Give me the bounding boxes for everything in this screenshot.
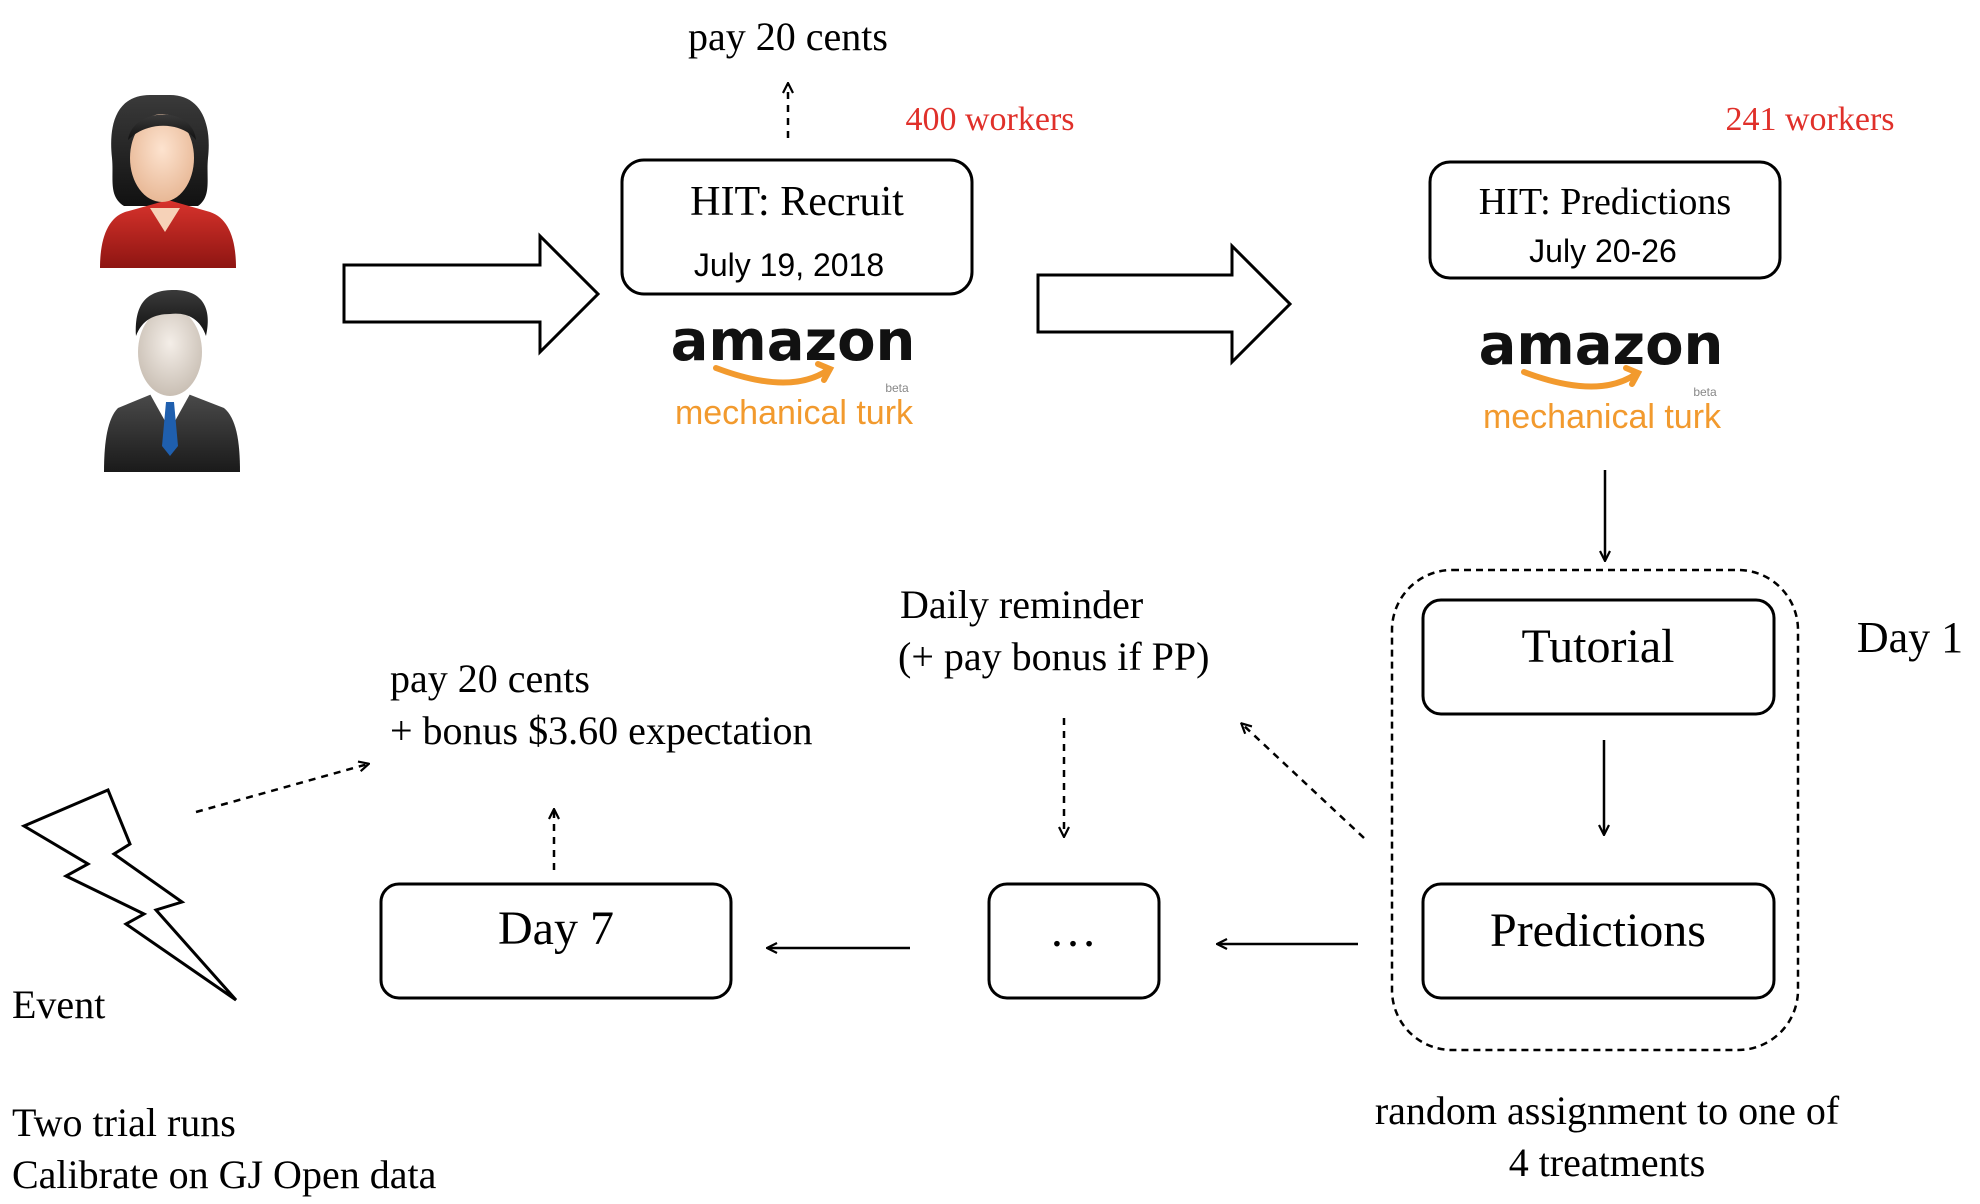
day1-group [1390, 568, 1800, 1052]
lightning-bolt-icon [20, 788, 238, 1002]
hit-recruit-box: HIT: Recruit July 19, 2018 [620, 158, 974, 296]
ellipsis-label: … [1049, 904, 1097, 957]
daily-reminder-line2: (+ pay bonus if PP) [898, 634, 1209, 679]
hit-recruit-title: HIT: Recruit [690, 179, 904, 225]
random-assignment-line2: 4 treatments [1509, 1140, 1706, 1185]
hit-predictions-title: HIT: Predictions [1479, 181, 1731, 223]
random-assignment-line1: random assignment to one of [1375, 1088, 1840, 1133]
recruit-pay-label: pay 20 cents [688, 14, 888, 59]
hit-predictions-box: HIT: Predictions July 20-26 [1428, 160, 1782, 280]
mechanical-turk-wordmark: mechanical turk [675, 394, 914, 432]
event-to-pay-arrow [195, 764, 368, 814]
day7-pay-line1: pay 20 cents [390, 656, 590, 701]
ellipsis-box [987, 882, 1161, 1000]
daily-reminder-line1: Daily reminder [900, 582, 1143, 627]
block-arrow-to-recruit [342, 232, 601, 356]
mturk-beta: beta [1693, 385, 1717, 399]
event-label: Event [12, 982, 105, 1027]
day7-box [379, 882, 733, 1000]
predictions-label: Predictions [1490, 904, 1706, 957]
event-note-line2: Calibrate on GJ Open data [12, 1152, 437, 1197]
day1-label: Day 1 [1857, 613, 1963, 662]
block-arrow-to-predictions [1036, 242, 1293, 366]
predictions-to-reminder-arrow [1242, 724, 1365, 839]
recruit-workers-count: 400 workers [905, 101, 1074, 138]
amazon-mturk-logo-2: amazon beta mechanical turk [1479, 313, 1724, 436]
mturk-beta: beta [885, 381, 909, 395]
day7-label: Day 7 [498, 902, 614, 955]
mechanical-turk-wordmark: mechanical turk [1483, 398, 1722, 436]
tutorial-label: Tutorial [1522, 620, 1675, 673]
event-note-line1: Two trial runs [12, 1100, 236, 1145]
amazon-mturk-logo: amazon beta mechanical turk [671, 309, 916, 432]
day7-pay-line2: + bonus $3.60 expectation [390, 708, 812, 753]
tutorial-box [1421, 598, 1776, 716]
female-user-icon [100, 95, 236, 268]
predictions-box [1421, 882, 1776, 1000]
amazon-wordmark: amazon [671, 309, 916, 374]
predictions-workers-count: 241 workers [1725, 101, 1894, 138]
amazon-wordmark: amazon [1479, 313, 1724, 378]
hit-predictions-date: July 20-26 [1529, 233, 1677, 269]
male-user-icon [104, 290, 240, 472]
hit-recruit-date: July 19, 2018 [694, 247, 884, 283]
